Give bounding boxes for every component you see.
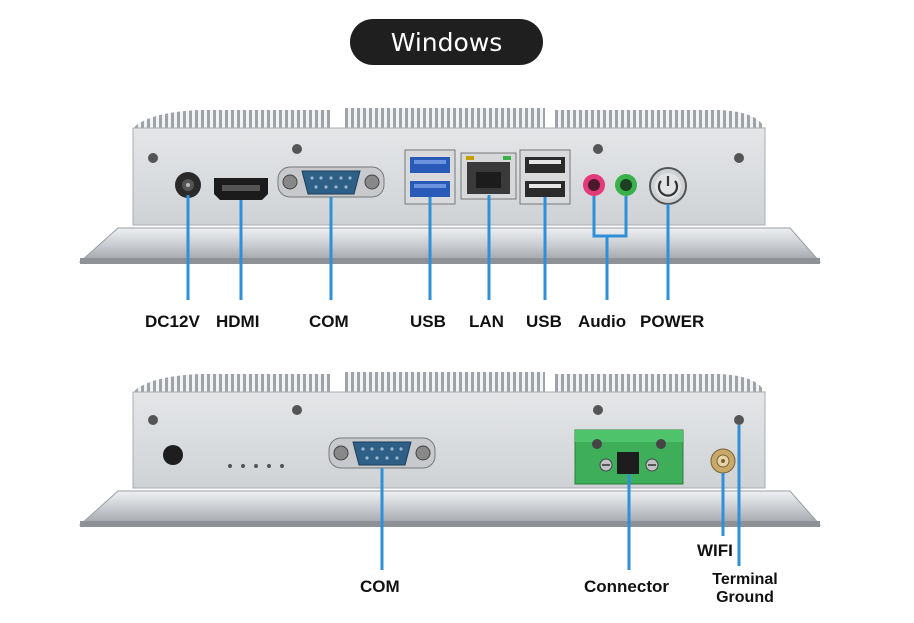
usb-right-port-icon	[519, 149, 571, 205]
flange-edge	[80, 521, 820, 527]
label-hdmi: HDMI	[216, 312, 260, 331]
usb-left-port-icon	[404, 149, 456, 205]
screw-icon	[292, 144, 302, 154]
heatsink-fins	[345, 108, 545, 130]
label-usb-left: USB	[410, 312, 446, 331]
label-wifi: WIFI	[697, 541, 733, 560]
flange-edge	[80, 258, 820, 264]
bottom-io-panel	[78, 372, 822, 570]
os-title-badge: Windows	[350, 19, 543, 65]
dc-jack-icon	[175, 172, 201, 198]
os-title: Windows	[390, 27, 503, 57]
heatsink-fins	[133, 110, 330, 130]
label-lan: LAN	[469, 312, 504, 331]
heatsink-fins	[133, 374, 330, 394]
screw-icon	[292, 405, 302, 415]
label-com-bottom: COM	[360, 577, 400, 596]
heatsink-fins	[555, 110, 765, 130]
label-audio: Audio	[578, 312, 627, 331]
power-button-icon	[649, 167, 687, 205]
screw-icon	[734, 415, 744, 425]
round-plug-icon	[163, 445, 183, 465]
label-dc12v: DC12V	[145, 312, 200, 331]
screw-icon	[148, 415, 158, 425]
screw-icon	[593, 405, 603, 415]
wifi-antenna-connector-icon	[710, 448, 736, 474]
audio-mic-jack-icon	[583, 174, 605, 196]
lan-port-icon	[460, 152, 517, 200]
indicator-dots	[228, 464, 284, 468]
com-port-icon	[277, 166, 385, 198]
com-port-icon	[328, 437, 436, 469]
front-flange	[78, 227, 822, 263]
screw-icon	[148, 153, 158, 163]
top-leader-lines	[186, 195, 670, 300]
label-ground: Ground	[716, 589, 774, 606]
front-flange	[78, 490, 822, 526]
label-connector: Connector	[584, 577, 669, 596]
heatsink-fins	[345, 372, 545, 394]
terminal-block-connector-icon	[574, 429, 684, 485]
top-io-panel	[78, 108, 822, 300]
label-power: POWER	[640, 312, 705, 331]
screw-icon	[593, 144, 603, 154]
screw-icon	[734, 153, 744, 163]
label-terminal-ground: Terminal Ground	[703, 571, 787, 607]
label-com-top: COM	[309, 312, 349, 331]
label-usb-right: USB	[526, 312, 562, 331]
heatsink-fins	[555, 374, 765, 394]
bottom-leader-lines	[380, 425, 741, 570]
label-terminal: Terminal	[712, 571, 778, 588]
audio-out-jack-icon	[615, 174, 637, 196]
hdmi-port-icon	[214, 178, 268, 200]
